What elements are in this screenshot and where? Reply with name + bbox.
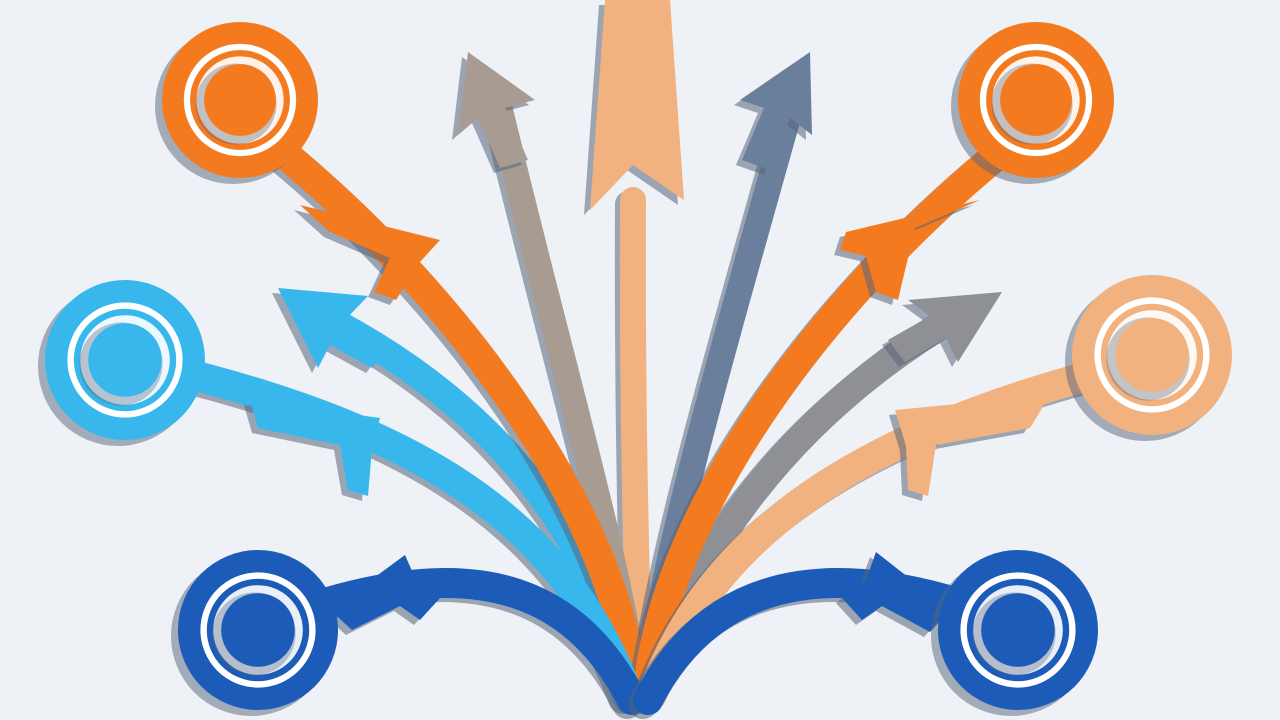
circle-right-top-core — [1000, 64, 1072, 136]
arrow-left-bottom-notch — [330, 555, 440, 630]
circle-left-top-core — [204, 64, 276, 136]
arrow-left-middle-notch — [250, 400, 380, 496]
arrowheads — [244, 0, 1050, 637]
target-circles — [38, 22, 1232, 716]
arrow-left-top-notch — [300, 205, 440, 300]
arrow-left-middle-shaft — [115, 345, 643, 710]
arrow-right-top-notch — [840, 200, 980, 300]
arrow-right-top-shaft — [633, 110, 1050, 710]
arrow-right-bottom-notch — [842, 552, 950, 632]
arrow-right-gray-head — [888, 292, 1002, 362]
arrow-center-right-head — [740, 52, 812, 170]
circle-left-middle-core — [88, 323, 162, 397]
circle-right-middle-core — [1115, 318, 1189, 392]
circle-right-bottom-core — [981, 593, 1055, 667]
arrow-left-sky-head — [278, 288, 390, 368]
circle-right-middle — [1065, 275, 1232, 441]
arrow-left-top-shaft — [240, 115, 649, 710]
circle-left-bottom-core — [221, 593, 295, 667]
circle-left-middle — [38, 280, 205, 446]
circle-right-top — [951, 22, 1114, 184]
arrow-right-middle-notch — [895, 395, 1050, 496]
circle-left-bottom — [171, 550, 338, 716]
arrow-center-head — [590, 0, 684, 210]
circle-left-top — [155, 22, 318, 184]
arrow-center-left-head — [458, 52, 535, 168]
arrow-right-top-notch-shadow — [834, 205, 974, 305]
circle-right-bottom — [931, 550, 1098, 716]
